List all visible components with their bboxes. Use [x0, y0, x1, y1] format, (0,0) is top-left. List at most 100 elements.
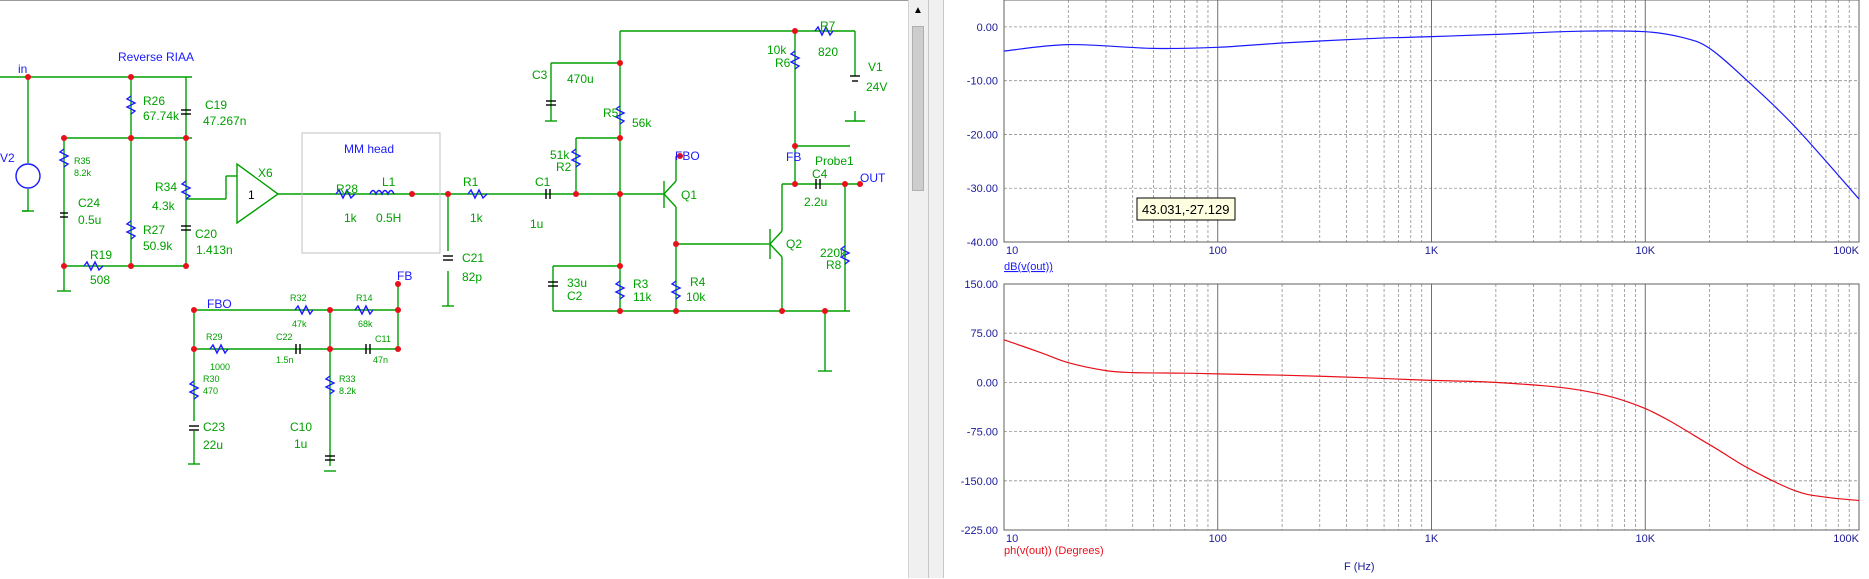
mm-head-block [301, 132, 441, 254]
value-l1: 0.5H [376, 211, 401, 225]
schematic-drawing[interactable]: in V2 Reverse RIAA MM head R26 67.74k C1… [0, 1, 908, 579]
net-label-fb2: FB [397, 269, 412, 283]
label-r35: R35 [74, 156, 91, 166]
y-tick-label: -30.00 [967, 183, 998, 195]
value-r5: 56k [632, 116, 652, 130]
label-r8: R8 [826, 258, 842, 272]
label-c11: C11 [375, 334, 391, 344]
net-label-in: in [18, 62, 27, 76]
label-probe: Probe1 [815, 154, 854, 168]
value-c24: 0.5u [78, 213, 101, 227]
label-r27: R27 [143, 223, 165, 237]
phase-axis-label: ph(v(out)) (Degrees) [1004, 545, 1104, 557]
y-tick-label: -20.00 [967, 129, 998, 141]
y-tick-label: 0.00 [977, 22, 998, 34]
label-c2: C2 [567, 289, 583, 303]
label-r4: R4 [690, 275, 706, 289]
y-tick-label: 75.00 [970, 328, 998, 340]
label-c4: C4 [812, 167, 828, 181]
y-tick-label: -40.00 [967, 237, 998, 249]
label-c22: C22 [276, 332, 293, 342]
value-c23: 22u [203, 438, 223, 452]
label-r34: R34 [155, 180, 177, 194]
value-r19: 508 [90, 273, 110, 287]
label-q2: Q2 [786, 237, 802, 251]
value-r26: 67.74k [143, 109, 180, 123]
value-x6: 1 [248, 188, 255, 202]
value-v1: 24V [866, 80, 887, 94]
label-r32: R32 [290, 293, 307, 303]
label-r2: R2 [556, 160, 572, 174]
label-r3: R3 [633, 277, 649, 291]
tooltip-text: 43.031,-27.129 [1142, 202, 1229, 217]
pane-splitter[interactable] [928, 0, 944, 578]
label-r19: R19 [90, 248, 112, 262]
x-tick-label: 1K [1425, 245, 1439, 257]
label-r33: R33 [339, 374, 356, 384]
schematic-canvas[interactable]: in V2 Reverse RIAA MM head R26 67.74k C1… [0, 0, 908, 578]
magnitude-series-line [1003, 30, 1860, 200]
x-tick-label: 10 [1006, 533, 1018, 545]
label-c21: C21 [462, 251, 484, 265]
value-r4: 10k [686, 290, 706, 304]
label-r29: R29 [206, 332, 223, 342]
value-r1: 1k [470, 211, 484, 225]
net-label-fb: FB [786, 150, 801, 164]
value-r2: 51k [550, 148, 570, 162]
x-tick-label: 100K [1833, 245, 1859, 257]
value-r7: 820 [818, 45, 838, 59]
value-r30: 470 [203, 386, 218, 396]
label-r28: R28 [336, 182, 358, 196]
scrollbar-thumb[interactable] [912, 26, 924, 191]
y-tick-label: 0.00 [977, 377, 998, 389]
x-tick-label: 10K [1635, 533, 1655, 545]
label-c3: C3 [532, 68, 548, 82]
schematic-title: Reverse RIAA [118, 50, 194, 64]
label-c10: C10 [290, 420, 312, 434]
value-c20: 1.413n [196, 243, 233, 257]
net-label-out: OUT [860, 171, 886, 185]
label-r5: R5 [603, 106, 619, 120]
cursor-tooltip: 43.031,-27.129 [1136, 197, 1236, 221]
phase-plot-frame [1003, 283, 1860, 531]
label-r26: R26 [143, 94, 165, 108]
y-tick-label: -150.00 [961, 476, 998, 488]
x-tick-label: 10K [1635, 245, 1655, 257]
x-tick-label: 100K [1833, 533, 1859, 545]
phase-series-line [1003, 339, 1860, 502]
label-r7: R7 [820, 19, 836, 33]
y-tick-label: -75.00 [967, 427, 998, 439]
value-r6: 10k [767, 43, 787, 57]
value-c1: 1u [530, 217, 543, 231]
x-tick-label: 100 [1209, 533, 1227, 545]
value-r33: 8.2k [339, 386, 357, 396]
y-tick-label: -10.00 [967, 76, 998, 88]
net-label-fbo: FBO [675, 149, 700, 163]
net-label-v2: V2 [0, 151, 15, 165]
value-c22: 1.5n [276, 355, 294, 365]
label-q1: Q1 [681, 188, 697, 202]
value-r3: 11k [633, 290, 652, 304]
x-tick-label: 10 [1006, 245, 1018, 257]
scroll-up-arrow-icon[interactable]: ▲ [913, 5, 923, 16]
value-r27: 50.9k [143, 239, 173, 253]
label-x6: X6 [258, 166, 273, 180]
value-r14: 68k [358, 319, 373, 329]
value-c10: 1u [294, 437, 307, 451]
x-tick-label: 100 [1209, 245, 1227, 257]
bode-plot[interactable]: 0.00-10.00-20.00-30.00-40.00 150.0075.00… [944, 0, 1869, 578]
label-c1: C1 [535, 175, 551, 189]
value-r8: 220k [820, 246, 847, 260]
label-v1: V1 [868, 60, 883, 74]
label-r30: R30 [203, 374, 220, 384]
mm-head-label: MM head [344, 142, 394, 156]
label-c24: C24 [78, 196, 100, 210]
value-r32: 47k [292, 319, 307, 329]
label-c23: C23 [203, 420, 225, 434]
phase-grid [1003, 284, 1860, 530]
value-c11: 47n [373, 355, 388, 365]
value-c19: 47.267n [203, 114, 246, 128]
value-r34: 4.3k [152, 199, 176, 213]
vertical-scrollbar[interactable]: ▲ [908, 0, 928, 578]
